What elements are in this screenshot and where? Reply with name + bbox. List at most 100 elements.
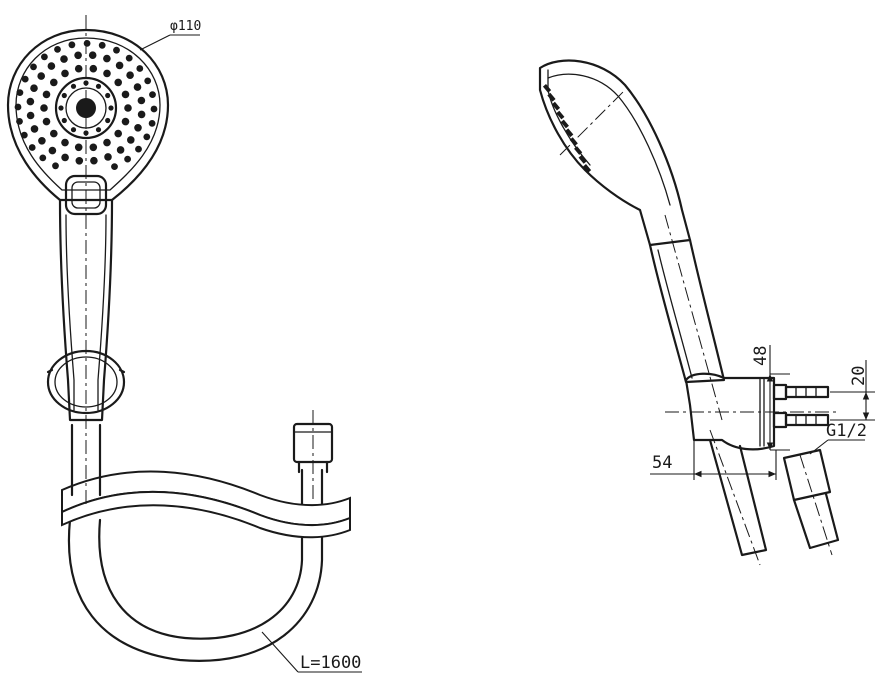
nozzle-hole	[47, 62, 56, 70]
diameter-label: φ110	[170, 19, 201, 34]
holder-height-label: 48	[751, 346, 771, 366]
nozzle-hole	[114, 129, 122, 138]
nozzle-hole	[144, 77, 152, 85]
nozzle-hole	[103, 69, 111, 78]
nozzle-hole	[114, 78, 122, 87]
rosette-hole	[61, 117, 67, 124]
nozzle-hole	[61, 69, 69, 78]
nozzle-hole	[54, 46, 61, 53]
nozzle-hole	[60, 55, 68, 63]
rosette-hole	[70, 127, 77, 133]
nozzle-hole	[68, 41, 76, 49]
side-nozzle	[574, 146, 583, 155]
rosette-hole	[95, 83, 102, 89]
nozzle-hole	[26, 97, 35, 106]
nozzle-hole	[42, 90, 51, 99]
nozzle-hole	[150, 105, 158, 113]
nozzle-hole	[74, 64, 83, 73]
nozzle-hole	[75, 157, 84, 165]
nozzle-hole	[26, 111, 35, 120]
nozzle-hole	[41, 53, 48, 61]
nozzle-hole	[98, 41, 106, 49]
side-nozzle	[542, 83, 552, 93]
holder-depth-label: 54	[652, 453, 672, 473]
nozzle-holes	[14, 40, 158, 171]
rosette-hole	[108, 105, 114, 111]
rosette-hole	[95, 127, 102, 133]
inlet-offset-label: 20	[849, 366, 869, 386]
side-handle	[648, 238, 726, 384]
nozzle-hole	[115, 61, 124, 70]
side-nozzle	[547, 92, 556, 102]
break-band-lower	[61, 490, 351, 539]
nozzle-hole	[30, 125, 39, 133]
nozzle-hole	[30, 84, 38, 92]
inlet-fittings	[772, 383, 830, 429]
nozzle-hole	[90, 156, 98, 165]
hose-length-label: L=1600	[300, 653, 361, 673]
rosette-hole	[105, 117, 111, 124]
nozzle-hole	[40, 104, 48, 112]
front-view: φ110 L=1600	[6, 15, 362, 673]
nozzle-hole	[137, 96, 146, 105]
side-view: G1/2 48 20 54	[538, 59, 875, 566]
side-nozzle	[565, 128, 574, 138]
nozzle-hole	[14, 103, 22, 111]
nozzle-hole	[16, 118, 23, 125]
side-holder	[684, 372, 776, 451]
nozzle-hole	[39, 154, 47, 162]
nozzle-hole	[61, 138, 69, 147]
nozzle-hole	[127, 136, 135, 144]
nozzle-hole	[134, 124, 142, 132]
hose-outer	[67, 468, 324, 662]
nozzle-hole	[48, 146, 57, 155]
nozzle-hole	[121, 117, 130, 126]
nozzle-hole	[136, 65, 144, 72]
nozzle-hole	[125, 54, 133, 62]
nozzle-hole	[113, 46, 120, 54]
side-nozzle	[560, 119, 569, 129]
nozzle-hole	[42, 117, 51, 126]
nozzle-hole	[89, 143, 98, 152]
nozzle-hole	[149, 91, 156, 98]
nozzle-hole	[116, 146, 125, 154]
nozzle-hole	[124, 155, 131, 163]
nozzle-hole	[143, 133, 151, 141]
nozzle-hole	[74, 143, 83, 152]
hose-inner	[98, 468, 304, 640]
nozzle-hole	[148, 120, 156, 127]
nozzle-hole	[103, 54, 111, 63]
nozzle-hole	[21, 75, 29, 83]
rosette-hole	[105, 92, 111, 99]
nozzle-hole	[28, 144, 36, 151]
nozzle-hole	[38, 137, 46, 145]
nozzle-hole	[50, 78, 58, 87]
nozzle-hole	[135, 145, 142, 153]
nozzle-hole	[37, 72, 45, 80]
nozzle-hole	[121, 90, 130, 99]
side-nozzle	[578, 155, 587, 164]
side-shower-head	[538, 59, 692, 247]
rosette-hole	[70, 83, 77, 89]
nozzle-hole	[124, 104, 132, 112]
nozzle-hole	[20, 131, 28, 139]
thread-label: G1/2	[826, 421, 867, 441]
nozzle-hole	[89, 64, 98, 73]
side-nozzle	[582, 163, 592, 173]
rosette-hole	[58, 105, 64, 111]
nozzle-hole	[104, 153, 112, 161]
nozzle-hole	[133, 83, 142, 91]
nozzle-hole	[50, 129, 58, 138]
nozzle-hole	[83, 40, 91, 47]
nozzle-hole	[30, 63, 37, 71]
rosette-hole	[61, 92, 67, 99]
nozzle-hole	[137, 110, 146, 119]
nozzle-hole	[52, 162, 59, 170]
nozzle-hole	[61, 153, 69, 162]
nozzle-hole	[111, 163, 118, 171]
side-nozzle	[551, 101, 561, 111]
g12-connector	[782, 448, 832, 502]
nozzle-hole	[103, 138, 111, 147]
nozzle-hole	[16, 89, 24, 96]
